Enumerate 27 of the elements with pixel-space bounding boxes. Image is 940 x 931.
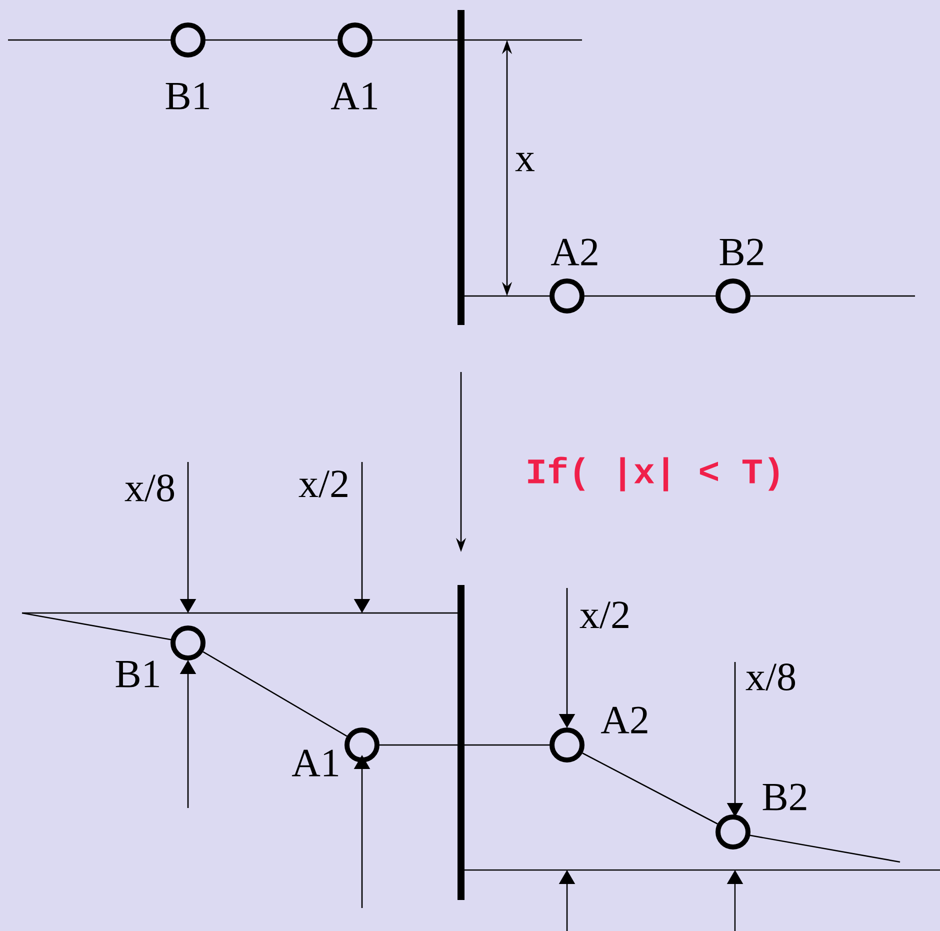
signal-line — [202, 651, 348, 737]
sample-point — [170, 22, 206, 58]
condition-label: If( |x| < T) — [528, 456, 779, 492]
sample-point — [716, 814, 750, 850]
point-label: B2 — [762, 784, 806, 810]
point-label: B1 — [166, 82, 209, 110]
dimension-label: x/8 — [124, 474, 174, 502]
point-label: A1 — [292, 750, 338, 776]
point-label: A2 — [550, 238, 598, 266]
sample-point — [170, 626, 206, 660]
point-label: B1 — [116, 660, 159, 688]
sample-point — [716, 278, 750, 314]
signal-line — [584, 295, 716, 297]
dimension-label: x/2 — [580, 602, 628, 628]
sample-point — [550, 278, 584, 314]
signal-line — [206, 39, 338, 41]
signal-line — [380, 744, 550, 746]
dimension-label: x/2 — [298, 470, 348, 498]
point-label: A2 — [600, 706, 648, 734]
sample-point — [338, 22, 372, 58]
point-label: A1 — [330, 82, 378, 110]
dimension-label: x — [515, 152, 535, 172]
sample-point — [344, 728, 380, 762]
dimension-label: x/8 — [746, 664, 796, 690]
sample-point — [550, 728, 584, 762]
point-label: B2 — [720, 238, 764, 266]
signal-line — [582, 752, 718, 824]
